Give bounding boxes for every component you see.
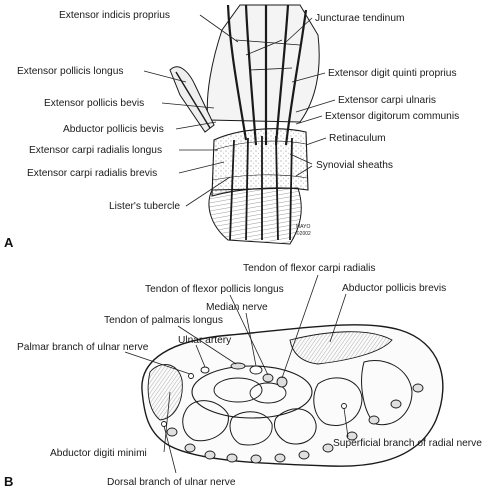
carpal-bones	[182, 360, 413, 446]
panel-a-illustration	[169, 4, 320, 245]
label-median-nerve: Median nerve	[206, 302, 268, 313]
abductor-pollicis-brevis-muscle	[289, 331, 393, 365]
label-tendon-flexor-pollicis-longus: Tendon of flexor pollicis longus	[145, 284, 284, 295]
palmaris-longus-tendon	[230, 362, 246, 370]
dorsal-ulnar-branch	[161, 421, 167, 427]
carpal-canal	[191, 365, 313, 419]
wrist-section-outline	[141, 324, 444, 467]
radial-nerve-branch	[341, 403, 347, 409]
label-extensor-carpi-radialis-longus: Extensor carpi radialis longus	[29, 145, 162, 156]
panel-b-illustration	[141, 324, 444, 467]
panel-b-leaders	[124, 274, 349, 474]
label-extensor-carpi-radialis-brevis: Extensor carpi radialis brevis	[27, 168, 157, 179]
abductor-digiti-minimi-muscle	[147, 364, 183, 421]
dorsal-tendons	[166, 383, 424, 464]
label-dorsal-branch-ulnar-nerve: Dorsal branch of ulnar nerve	[107, 477, 236, 488]
label-extensor-pollicis-longus: Extensor pollicis longus	[17, 66, 123, 77]
forearm-muscles	[208, 187, 302, 245]
palmar-branch-nerve	[188, 373, 194, 379]
label-ulnar-artery: Ulnar artery	[178, 335, 232, 346]
hand-dorsum	[206, 4, 320, 123]
label-superficial-branch-radial-nerve: Superficial branch of radial nerve	[333, 438, 482, 449]
label-extensor-indicis-proprius: Extensor indicis proprius	[59, 10, 170, 21]
label-synovial-sheaths: Synovial sheaths	[316, 160, 393, 171]
label-extensor-pollicis-bevis: Extensor pollicis bevis	[44, 98, 144, 109]
label-abductor-digiti-minimi: Abductor digiti minimi	[50, 448, 147, 459]
label-abductor-pollicis-brevis: Abductor pollicis brevis	[342, 283, 446, 294]
ulnar-artery-vessel	[200, 366, 210, 374]
label-juncturae-tendinum: Juncturae tendinum	[315, 13, 404, 24]
flexor-carpi-radialis-tendon	[276, 376, 288, 388]
panel-a-stamp-line2: ©2002	[296, 230, 311, 237]
panel-b-labels: Tendon of flexor carpi radialis Tendon o…	[17, 263, 482, 488]
panel-b-letter: B	[4, 474, 13, 489]
sheathed-tendons	[229, 135, 293, 241]
label-palmar-branch-ulnar-nerve: Palmar branch of ulnar nerve	[17, 342, 149, 353]
label-retinaculum: Retinaculum	[329, 133, 386, 144]
panel-a-letter: A	[4, 235, 14, 250]
label-listers-tubercle: Lister's tubercle	[109, 201, 180, 212]
label-tendon-palmaris-longus: Tendon of palmaris longus	[104, 315, 223, 326]
panel-a-stamp-line1: MAYO	[296, 224, 310, 230]
panel-a-leaders	[143, 14, 336, 207]
flexor-pollicis-longus-tendon	[262, 373, 274, 383]
label-tendon-flexor-carpi-radialis: Tendon of flexor carpi radialis	[243, 263, 376, 274]
label-abductor-pollicis-bevis: Abductor pollicis bevis	[63, 124, 164, 135]
label-extensor-carpi-ulnaris: Extensor carpi ulnaris	[338, 95, 436, 106]
median-nerve-section	[249, 365, 263, 375]
label-extensor-digitorum-communis: Extensor digitorum communis	[325, 111, 459, 122]
retinaculum-band	[211, 128, 309, 197]
panel-a-labels: Extensor indicis proprius Juncturae tend…	[17, 10, 459, 212]
label-extensor-digit-quinti-proprius: Extensor digit quinti proprius	[328, 68, 457, 79]
